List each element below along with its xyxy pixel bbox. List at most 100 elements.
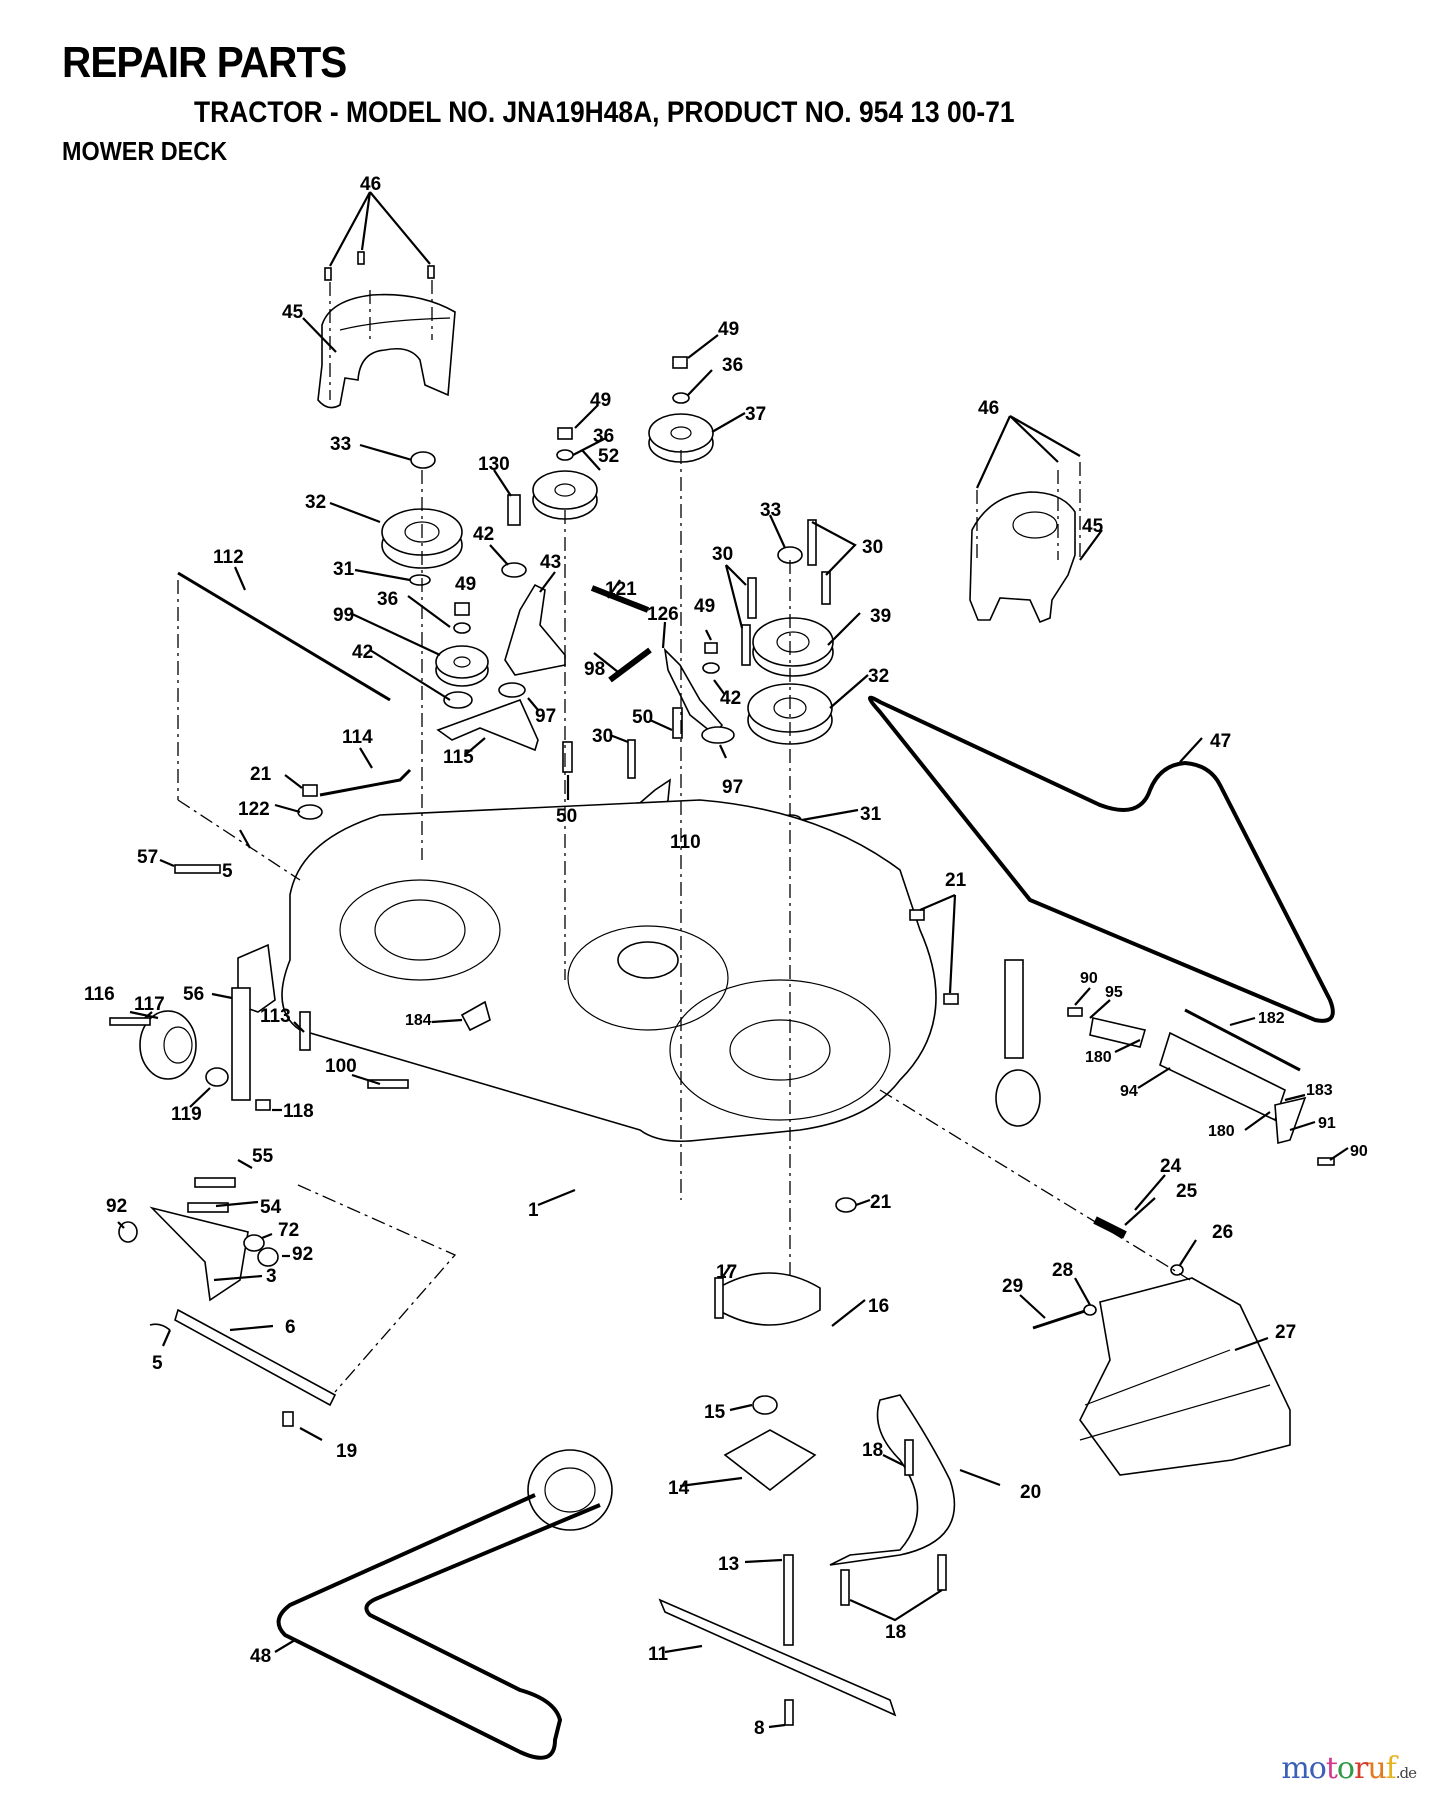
bracket-95 [1089, 1017, 1147, 1048]
callout-36: 36 [377, 589, 398, 610]
callout-117: 117 [134, 994, 165, 1015]
washer-122 [297, 804, 323, 820]
callout-18: 18 [862, 1440, 883, 1461]
idler-bracket-115 [436, 698, 539, 752]
callout-26: 26 [1212, 1222, 1233, 1243]
callout-50: 50 [556, 806, 577, 827]
spindle-housing-16 [717, 1272, 821, 1326]
bolt-50 [562, 741, 573, 773]
model-subtitle: TRACTOR - MODEL NO. JNA19H48A, PRODUCT N… [194, 96, 1015, 129]
bracket-91 [1274, 1096, 1307, 1145]
callout-54: 54 [260, 1197, 282, 1218]
roller-axle-182 [1184, 1008, 1301, 1072]
nut-118 [255, 1099, 271, 1111]
callout-45: 45 [282, 302, 304, 323]
callout-92: 92 [106, 1196, 127, 1217]
callout-94: 94 [1120, 1083, 1138, 1100]
spring-98 [608, 647, 652, 683]
callout-91: 91 [1318, 1115, 1336, 1132]
callout-5: 5 [222, 861, 233, 882]
rod-112 [177, 571, 391, 702]
bolt-116 [109, 1017, 151, 1026]
bolt-17 [714, 1277, 724, 1319]
bolt-18-b [840, 1569, 850, 1606]
callout-126: 126 [647, 604, 679, 625]
callout-30-b: 30 [712, 544, 733, 565]
callout-48: 48 [250, 1646, 271, 1667]
callout-30: 30 [592, 726, 613, 747]
wm-letter: o [1308, 1751, 1327, 1786]
bolt-18-c [937, 1554, 947, 1591]
washer-119 [205, 1067, 229, 1087]
callout-99: 99 [333, 605, 354, 626]
bolt-46-set-left [324, 251, 435, 281]
nut-26 [1170, 1264, 1184, 1276]
gauge-wheel-bracket-right [1004, 959, 1024, 1059]
nut-33 [410, 451, 436, 469]
page-title: REPAIR PARTS [62, 38, 347, 87]
washer-72 [243, 1234, 265, 1252]
callout-15: 15 [704, 1402, 726, 1423]
callout-45-b: 45 [1082, 516, 1104, 537]
bolt-55 [194, 1177, 236, 1188]
callout-36-c: 36 [722, 355, 743, 376]
callout-42-upper: 42 [473, 524, 494, 545]
callout-24: 24 [1160, 1156, 1182, 1177]
callout-49-b: 49 [590, 390, 611, 411]
callout-49-d: 49 [694, 596, 715, 617]
callout-13: 13 [718, 1554, 739, 1575]
wm-letter: r [1353, 1751, 1368, 1786]
pulley-39 [752, 617, 834, 677]
callout-3: 3 [266, 1266, 277, 1287]
callout-112: 112 [213, 547, 244, 568]
wm-letter: o [1336, 1751, 1355, 1786]
belt-48 [276, 1493, 601, 1760]
callout-17: 17 [716, 1262, 737, 1283]
callout-16: 16 [868, 1296, 889, 1317]
bolt-30 [627, 739, 636, 779]
callout-43: 43 [540, 552, 561, 573]
callout-27: 27 [1275, 1322, 1296, 1343]
wm-letter: f [1385, 1751, 1397, 1786]
wm-letter: t [1325, 1751, 1338, 1786]
nut-49-d [704, 642, 718, 654]
callout-50-b: 50 [632, 707, 653, 728]
section-title: MOWER DECK [62, 136, 228, 166]
gauge-wheel-right [995, 1069, 1041, 1127]
callout-6: 6 [285, 1317, 296, 1338]
callout-56: 56 [183, 984, 204, 1005]
belt-47 [868, 695, 1335, 1023]
callout-122: 122 [238, 799, 270, 820]
callout-95: 95 [1105, 984, 1123, 1001]
hairpin-5 [149, 1323, 171, 1331]
bolt-130 [507, 494, 521, 526]
rod-114 [319, 768, 412, 797]
washer-97-b [701, 726, 735, 744]
bolt-54 [187, 1202, 229, 1213]
callout-118: 118 [283, 1101, 314, 1122]
callout-31-b: 31 [860, 804, 882, 825]
callout-46: 46 [360, 174, 381, 195]
callout-49: 49 [455, 574, 476, 595]
callout-113: 113 [260, 1006, 291, 1027]
bearing-15 [752, 1395, 778, 1415]
gauge-wheel-bracket-56 [231, 987, 251, 1101]
nut-49-b [557, 427, 573, 440]
mower-deck-1 [281, 799, 937, 1143]
washer-36 [453, 622, 471, 634]
callout-labels: 46 45 33 32 31 36 49 99 42 130 42 49 36 … [84, 174, 1368, 1739]
washer-97 [498, 682, 526, 698]
bolt-30-set-2 [821, 571, 831, 605]
callout-47: 47 [1210, 731, 1231, 752]
baffle-20 [829, 1394, 956, 1566]
callout-28: 28 [1052, 1260, 1073, 1281]
bolt-90-b [1317, 1157, 1335, 1166]
callout-21: 21 [250, 764, 272, 785]
callout-116: 116 [84, 984, 115, 1005]
wm-letter: m [1281, 1751, 1309, 1786]
bolt-100 [367, 1079, 409, 1089]
nut-21-d [835, 1197, 857, 1213]
callout-114: 114 [342, 727, 373, 748]
callout-20: 20 [1020, 1482, 1041, 1503]
callout-14: 14 [668, 1478, 690, 1499]
